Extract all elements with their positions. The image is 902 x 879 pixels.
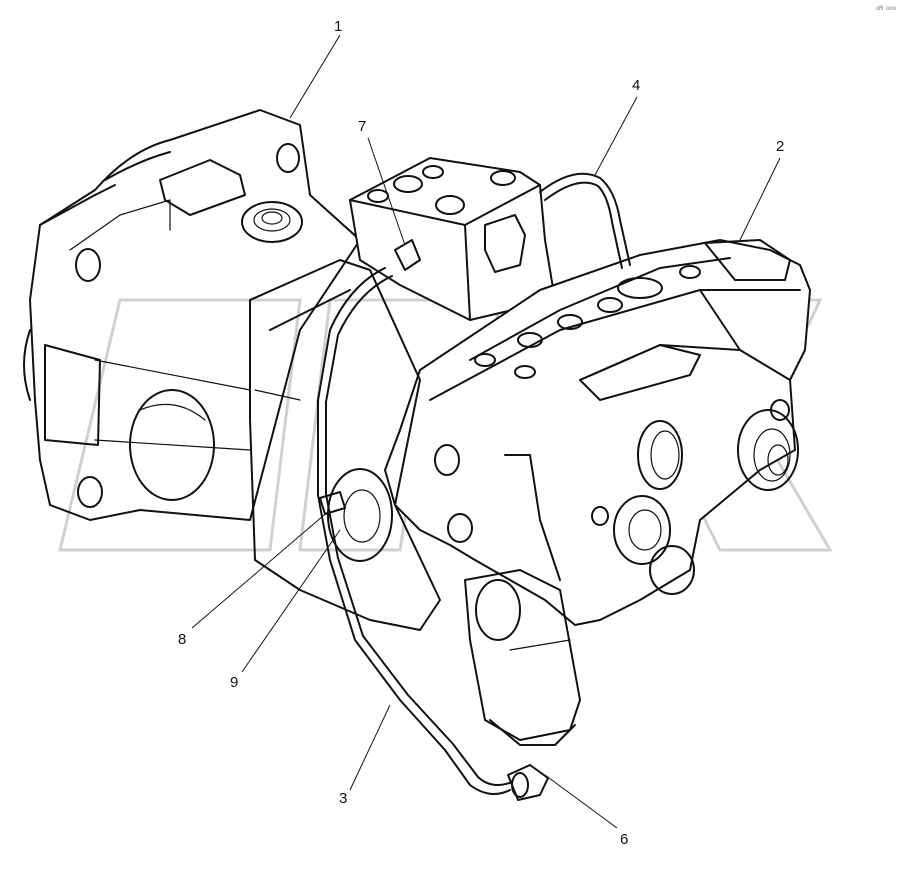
control-valve <box>384 239 811 626</box>
pump-body <box>249 259 581 746</box>
callout-7: 7 <box>358 118 367 135</box>
callout-2: 2 <box>776 138 785 155</box>
callout-9: 9 <box>230 674 239 691</box>
callout-4: 4 <box>632 77 641 94</box>
callout-8: 8 <box>178 631 187 648</box>
pipe-4 <box>539 172 631 269</box>
pipe-3 <box>317 267 549 801</box>
motor-housing <box>23 109 361 521</box>
callout-1: 1 <box>334 18 343 35</box>
leader-lines <box>191 34 781 829</box>
callout-3: 3 <box>339 790 348 807</box>
callout-6: 6 <box>620 831 629 848</box>
port-block <box>349 157 556 321</box>
corner-mark: ᵒᴿ ᵒᵒᵒ <box>876 4 897 14</box>
